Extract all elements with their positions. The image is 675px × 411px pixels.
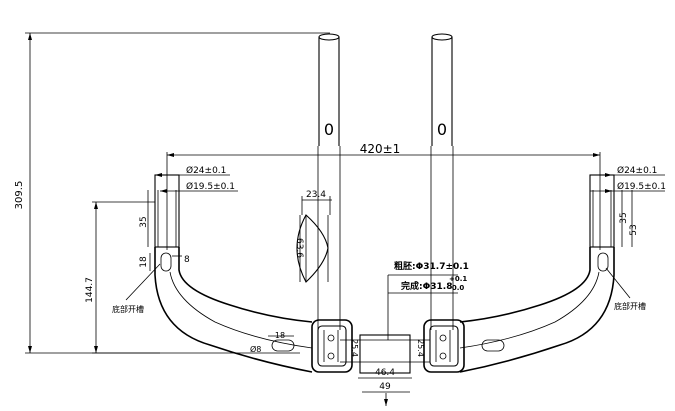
right-bottom-note: 底部开槽 [614, 301, 646, 311]
left-bottom-note: 底部开槽 [112, 304, 144, 314]
right-bar-end: 35 53 [459, 174, 639, 373]
right-insert-len-label: 35 [619, 212, 629, 223]
left-hole-len-label: 18 [275, 331, 285, 340]
overall-height-dimension: 309.5 [14, 32, 330, 354]
left-aero-label: 0 [324, 120, 334, 139]
bottom-width-label: 49 [379, 382, 391, 392]
right-diameter-callouts: Ø24±0.1 Ø19.5±0.1 [590, 165, 666, 193]
right-cable-hole [481, 339, 505, 352]
clamp-diameter-notes: 粗胚:Φ31.7±0.1 完成:Φ31.8 +0.1 -0.0 [387, 260, 469, 340]
section-width-label: 23.4 [306, 190, 326, 200]
drop-height-dimension: 144.7 [85, 201, 160, 354]
finished-tol-upper: +0.1 [449, 275, 467, 283]
left-slot-dim-label: 18 [139, 256, 149, 268]
right-armrest-mount: 25.4 [416, 319, 465, 373]
finished-tol-lower: -0.0 [449, 284, 464, 292]
right-aero-extension: 0 [430, 33, 454, 330]
left-aero-extension: 0 [317, 33, 341, 330]
overall-height-label: 309.5 [14, 181, 25, 210]
clamp-right-label: 25.4 [416, 339, 425, 357]
finished-dia-note: 完成:Φ31.8 [401, 280, 452, 292]
left-hole-dia-label: Ø8 [250, 344, 261, 354]
left-cable-hole: 18 Ø8 [250, 331, 295, 354]
drop-height-label: 144.7 [85, 277, 95, 303]
right-inner-dia-label: Ø19.5±0.1 [617, 181, 666, 192]
rough-dia-note: 粗胚:Φ31.7±0.1 [394, 260, 469, 272]
left-outer-dia-label: Ø24±0.1 [186, 165, 226, 176]
right-insert-len2-label: 53 [629, 224, 639, 235]
left-diameter-callouts: Ø24±0.1 Ø19.5±0.1 [155, 165, 238, 193]
width-label: 420±1 [360, 142, 401, 156]
clamp-left-label: 25.4 [350, 339, 359, 357]
right-aero-label: 0 [437, 120, 447, 139]
section-height-label: 63.6 [294, 238, 304, 258]
left-insert-len-label: 35 [139, 216, 149, 227]
center-clamp: 46.4 49 [340, 334, 430, 406]
left-slot-dim2-label: 8 [184, 255, 190, 265]
width-dimension: 420±1 [166, 142, 601, 250]
right-outer-dia-label: Ø24±0.1 [617, 165, 657, 176]
center-width-label: 46.4 [375, 368, 395, 378]
aero-cross-section: 23.4 63.6 [294, 190, 332, 283]
left-inner-dia-label: Ø19.5±0.1 [186, 181, 235, 192]
bottom-slot-notes: 底部开槽 底部开槽 [112, 263, 646, 314]
left-bar-end: 35 18 8 [139, 174, 313, 373]
left-armrest-mount: 25.4 [311, 319, 359, 373]
